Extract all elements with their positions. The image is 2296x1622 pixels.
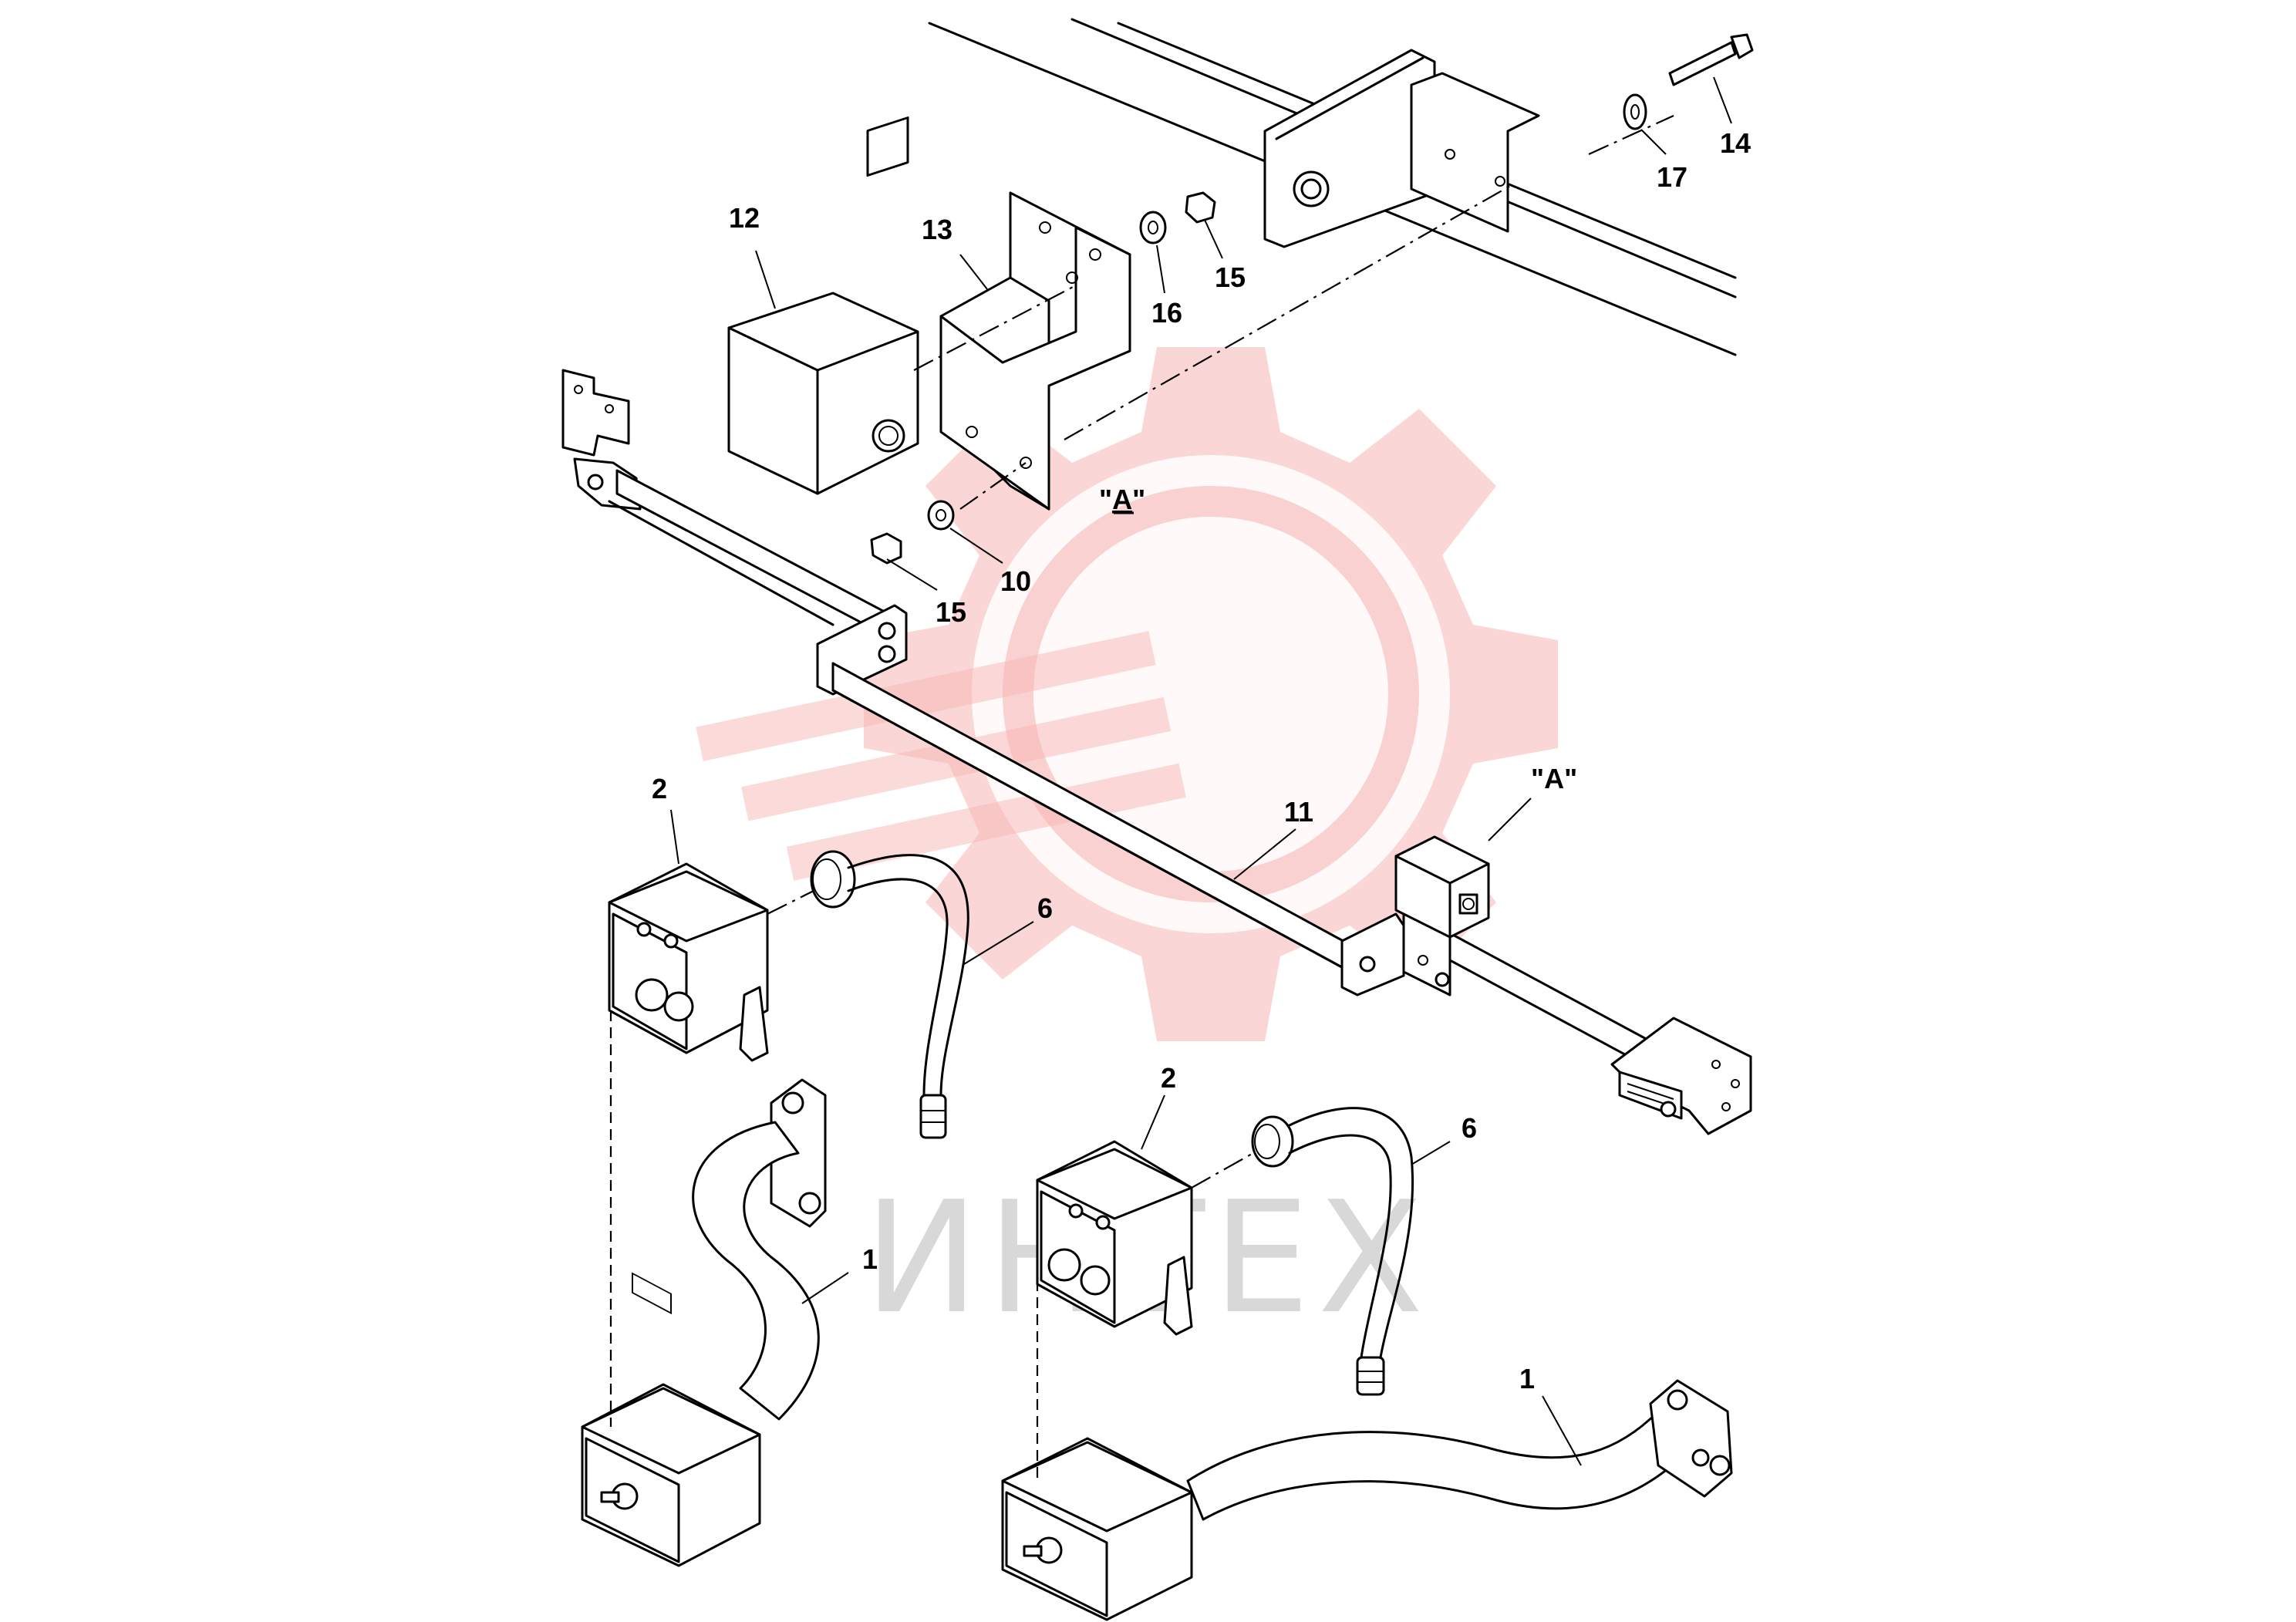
callout-labels: 12 13 16 15 17 14 10 15 2 11 6 1 2 6 1 "…	[652, 127, 1751, 1394]
callout-1-right: 1	[1519, 1363, 1535, 1394]
callout-16: 16	[1151, 297, 1182, 329]
control-panel-2-left	[608, 862, 769, 1315]
cable-6-left	[810, 850, 969, 1139]
washer-16	[1139, 211, 1167, 244]
harness-1-right	[1001, 1379, 1733, 1621]
cross-bar-11	[561, 369, 1752, 1135]
callout-13: 13	[922, 214, 952, 245]
harness-1-left	[581, 1078, 827, 1567]
washer-10	[927, 500, 955, 531]
callout-6-right: 6	[1462, 1112, 1477, 1144]
control-box-12	[727, 116, 919, 495]
callout-6-left: 6	[1037, 892, 1053, 924]
control-panel-2-right	[1036, 1140, 1193, 1336]
callout-12: 12	[729, 202, 760, 234]
callout-2-left: 2	[652, 773, 667, 804]
callout-10: 10	[1000, 565, 1031, 597]
cable-6-right	[1251, 1107, 1414, 1396]
callout-11: 11	[1284, 796, 1313, 828]
main-frame-beam	[928, 18, 1737, 356]
view-label-a-top: "A"	[1099, 484, 1145, 515]
callout-15-bottom: 15	[936, 596, 966, 628]
view-label-a-box: "A"	[1531, 763, 1577, 794]
nut-15-top	[1185, 191, 1216, 224]
callout-15-top: 15	[1215, 261, 1246, 293]
callout-14: 14	[1720, 127, 1751, 159]
callout-1-left: 1	[862, 1243, 878, 1275]
watermark-gear-logo: ИНТЕХ	[696, 347, 1558, 1348]
bracket-13	[939, 191, 1131, 511]
nut-15-bottom	[870, 532, 902, 565]
washer-17	[1623, 93, 1647, 130]
callout-2-right: 2	[1161, 1062, 1176, 1094]
leader-lines	[670, 76, 1732, 1466]
callout-17: 17	[1657, 161, 1687, 193]
bolt-14	[1668, 33, 1754, 86]
